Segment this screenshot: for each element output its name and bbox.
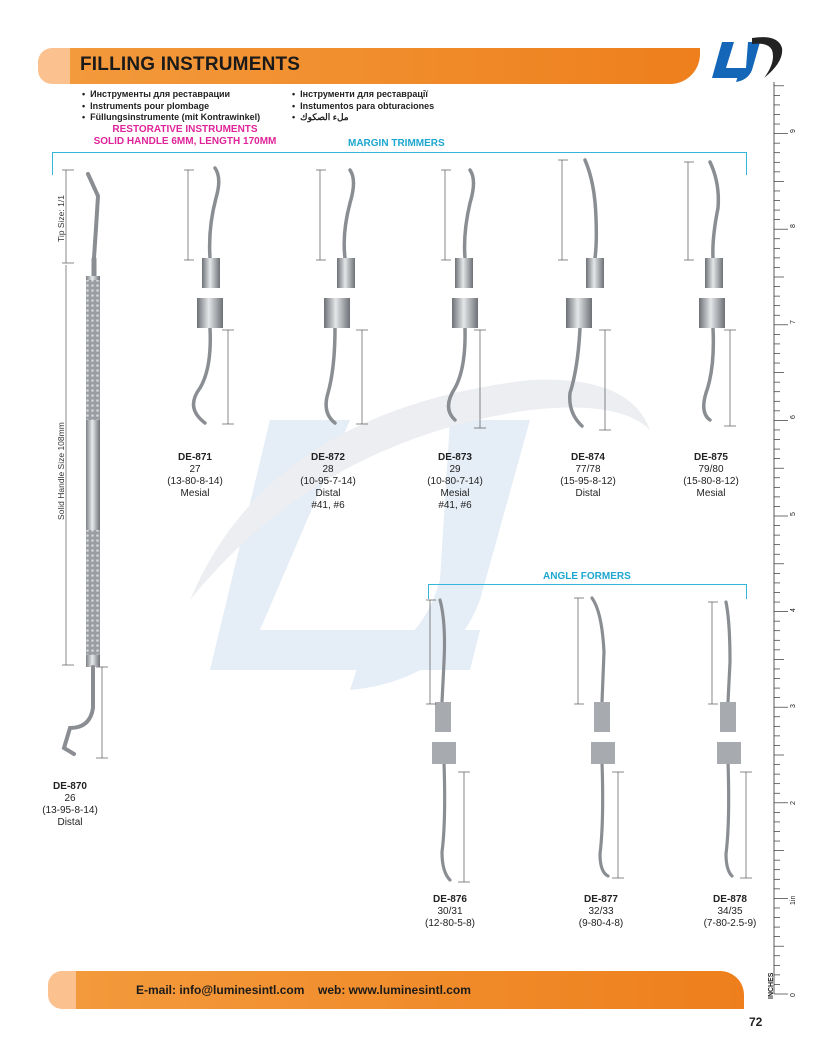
instrument-code: DE-876 xyxy=(433,894,467,905)
instrument-code: DE-872 xyxy=(311,452,345,463)
ruler-in-label: 1in xyxy=(790,895,797,905)
page-title: FILLING INSTRUMENTS xyxy=(80,54,301,75)
instrument-note: Mesial xyxy=(180,488,210,499)
margin-trimmers-bracket xyxy=(52,152,747,175)
ruler-number: 4 xyxy=(790,608,797,612)
instrument-size: 32/33 xyxy=(588,906,614,917)
instrument-note: Mesial xyxy=(696,488,726,499)
instrument-code: DE-878 xyxy=(713,894,747,905)
instrument-label-de-873: DE-873 29 (10-80-7-14) Mesial #41, #6 xyxy=(415,452,495,512)
angle-formers-label: ANGLE FORMERS xyxy=(540,571,634,582)
inch-ruler xyxy=(773,82,788,995)
instrument-note: Mesial xyxy=(440,488,470,499)
instrument-note: Distal xyxy=(315,488,341,499)
ruler-number: 5 xyxy=(790,512,797,516)
instrument-spec: (15-80-8-12) xyxy=(683,476,739,487)
bullet-item: Instumentos para obturaciones xyxy=(292,101,434,113)
ruler-number: 8 xyxy=(790,224,797,228)
footer-email[interactable]: E-mail: info@luminesintl.com xyxy=(136,983,305,997)
brand-logo xyxy=(712,37,783,82)
instrument-spec: (10-95-7-14) xyxy=(300,476,356,487)
instrument-size: 29 xyxy=(449,464,461,475)
margin-trimmer-tips xyxy=(184,158,736,431)
instrument-spec: (13-95-8-14) xyxy=(42,805,98,816)
instrument-size: 26 xyxy=(64,793,76,804)
footer-web[interactable]: web: www.luminesintl.com xyxy=(318,983,471,997)
instrument-extra: #41, #6 xyxy=(438,500,472,511)
bullet-item: Инструменты для реставрации xyxy=(82,89,260,101)
bullet-item: Інструменти для реставрації xyxy=(292,89,434,101)
instrument-note: Distal xyxy=(57,817,83,828)
instrument-label-de-875: DE-875 79/80 (15-80-8-12) Mesial xyxy=(671,452,751,500)
instrument-code: DE-874 xyxy=(571,452,605,463)
instrument-spec: (10-80-7-14) xyxy=(427,476,483,487)
instrument-spec: (15-95-8-12) xyxy=(560,476,616,487)
instrument-size: 27 xyxy=(189,464,201,475)
instrument-spec: (12-80-5-8) xyxy=(424,918,476,929)
instrument-label-de-877: DE-877 32/33 (9-80-4-8) xyxy=(561,894,641,930)
bullet-item: Instruments pour plombage xyxy=(82,101,260,113)
watermark-logo xyxy=(190,379,650,690)
instrument-size: 28 xyxy=(322,464,334,475)
instrument-code: DE-870 xyxy=(53,781,87,792)
instrument-code: DE-877 xyxy=(584,894,618,905)
bullet-item: Füllungsinstrumente (mit Kontrawinkel) xyxy=(82,112,260,124)
ruler-number: 2 xyxy=(790,801,797,805)
margin-trimmers-label: MARGIN TRIMMERS xyxy=(345,138,448,149)
subtitle-line1: RESTORATIVE INSTRUMENTS xyxy=(112,124,258,135)
instrument-label-de-870: DE-870 26 (13-95-8-14) Distal xyxy=(30,781,110,829)
bullet-list-right: Інструменти для реставрації Instumentos … xyxy=(292,89,434,124)
page-number: 72 xyxy=(749,1015,763,1029)
instrument-code: DE-875 xyxy=(694,452,728,463)
instrument-code: DE-871 xyxy=(178,452,212,463)
ruler-number: 3 xyxy=(790,704,797,708)
bullet-item: ملء الصكوك xyxy=(292,112,434,124)
dimension-lines xyxy=(62,169,108,759)
instrument-extra: #41, #6 xyxy=(311,500,345,511)
instrument-label-de-871: DE-871 27 (13-80-8-14) Mesial xyxy=(155,452,235,500)
subtitle-line2: SOLID HANDLE 6MM, LENGTH 170MM xyxy=(93,136,277,147)
instrument-size: 30/31 xyxy=(437,906,463,917)
instrument-label-de-874: DE-874 77/78 (15-95-8-12) Distal xyxy=(548,452,628,500)
ruler-number: 9 xyxy=(790,129,797,133)
instrument-note: Distal xyxy=(575,488,601,499)
instrument-de-870-image xyxy=(61,172,101,756)
footer-band xyxy=(76,971,744,1009)
instrument-spec: (13-80-8-14) xyxy=(167,476,223,487)
angle-formers-bracket xyxy=(428,584,747,599)
angle-former-tips xyxy=(426,596,752,883)
instrument-label-de-878: DE-878 34/35 (7-80-2.5-9) xyxy=(690,894,770,930)
instrument-size: 77/78 xyxy=(575,464,601,475)
instrument-size: 79/80 xyxy=(698,464,724,475)
bullet-list-left: Инструменты для реставрации Instruments … xyxy=(82,89,260,124)
instrument-spec: (7-80-2.5-9) xyxy=(703,918,757,929)
instrument-spec: (9-80-4-8) xyxy=(578,918,624,929)
header-band xyxy=(70,48,700,84)
instrument-size: 34/35 xyxy=(717,906,743,917)
ruler-number: 0 xyxy=(790,993,797,997)
ruler-number: 7 xyxy=(790,320,797,324)
ruler-unit-label: INCHES xyxy=(768,972,775,999)
ruler-number: 6 xyxy=(790,415,797,419)
instrument-label-de-872: DE-872 28 (10-95-7-14) Distal #41, #6 xyxy=(288,452,368,512)
instrument-label-de-876: DE-876 30/31 (12-80-5-8) xyxy=(410,894,490,930)
instrument-code: DE-873 xyxy=(438,452,472,463)
